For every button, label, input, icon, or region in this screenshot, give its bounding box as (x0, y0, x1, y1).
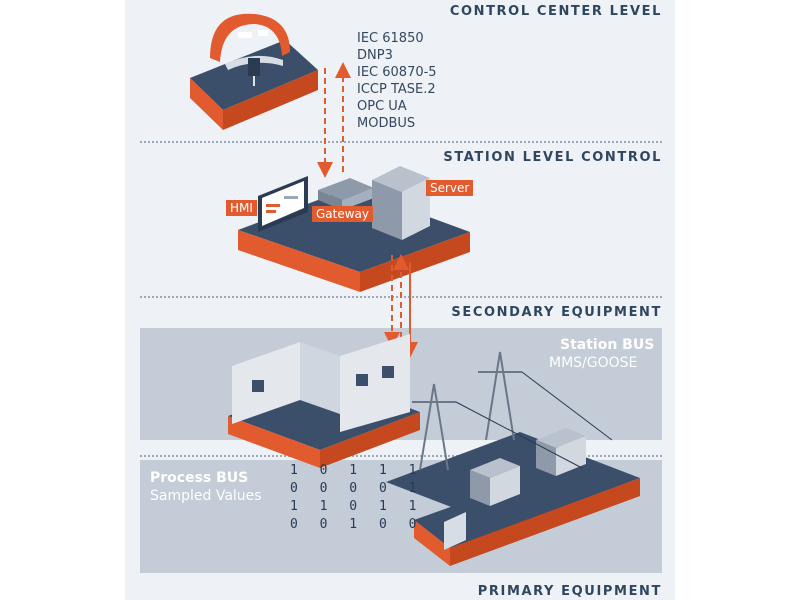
bit-row: 0 0 0 0 1 (290, 481, 424, 496)
bit-row: 1 1 0 1 1 (290, 499, 424, 514)
divider-station-process (140, 455, 662, 457)
station-bus-title: Station BUS (560, 337, 655, 353)
protocol-item: MODBUS (357, 116, 416, 131)
protocol-item: IEC 60870-5 (357, 65, 437, 80)
gateway-label: Gateway (312, 206, 374, 222)
station-platform (238, 166, 470, 292)
control-center-platform (190, 13, 318, 130)
bit-row: 0 0 1 0 0 (290, 517, 424, 532)
protocol-list: IEC 61850 DNP3 IEC 60870-5 ICCP TASE.2 O… (357, 30, 437, 132)
sampled-values-bits: 1 0 1 1 1 0 0 0 0 1 1 1 0 1 1 0 0 1 0 0 (290, 462, 423, 534)
level-control-center: CONTROL CENTER LEVEL (449, 4, 662, 19)
protocol-item: ICCP TASE.2 (357, 82, 436, 97)
level-station-control: STATION LEVEL CONTROL (443, 150, 662, 165)
process-bus-title: Process BUS (150, 470, 249, 486)
level-secondary-equipment: SECONDARY EQUIPMENT (451, 305, 662, 320)
bit-row: 1 0 1 1 1 (290, 463, 424, 478)
control-station-arrows (317, 62, 351, 178)
protocol-item: IEC 61850 (357, 31, 424, 46)
process-bus-subtitle: Sampled Values (150, 488, 262, 504)
level-primary-equipment: PRIMARY EQUIPMENT (477, 584, 662, 599)
station-bus-subtitle: MMS/GOOSE (549, 355, 638, 371)
protocol-item: DNP3 (357, 48, 393, 63)
primary-platform (386, 351, 640, 566)
server-label: Server (426, 180, 474, 196)
divider-control-station (140, 141, 662, 143)
secondary-platform (228, 334, 420, 468)
protocol-item: OPC UA (357, 99, 407, 114)
hmi-label: HMI (226, 200, 257, 216)
